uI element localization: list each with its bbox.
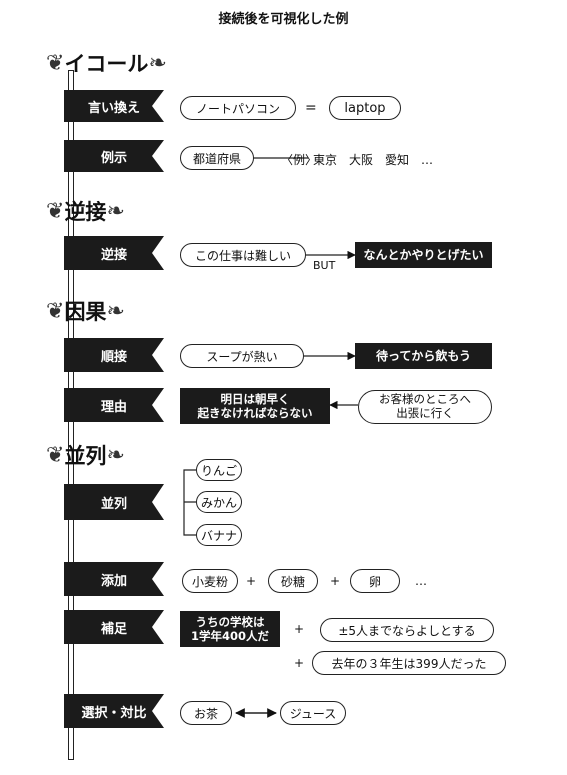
choice-left-oval: お茶 bbox=[180, 701, 232, 725]
laurel-left-icon: ❦ bbox=[46, 50, 65, 76]
flag-adversative: 逆接 bbox=[64, 236, 164, 270]
laurel-right-icon: ❧ bbox=[148, 50, 167, 76]
reason-right-oval: お客様のところへ 出張に行く bbox=[358, 390, 492, 424]
plus-sign: + bbox=[294, 656, 305, 670]
parallel-item-oval: りんご bbox=[196, 459, 242, 481]
supplement-main-box: うちの学校は 1学年400人だ bbox=[180, 611, 280, 647]
example-items: 東京 大阪 愛知 … bbox=[313, 153, 434, 167]
flag-addition: 添加 bbox=[64, 562, 164, 596]
laurel-right-icon: ❧ bbox=[106, 298, 125, 324]
rephrase-left-oval: ノートパソコン bbox=[180, 96, 296, 120]
reason-left-box: 明日は朝早く 起きなければならない bbox=[180, 388, 330, 424]
flag-reason: 理由 bbox=[64, 388, 164, 422]
sequential-right-box: 待ってから飲もう bbox=[355, 343, 492, 369]
addition-ellipsis: … bbox=[415, 574, 427, 588]
flag-parallel: 並列 bbox=[64, 484, 164, 520]
plus-sign: + bbox=[330, 574, 341, 588]
diagram-title: 接続後を可視化した例 bbox=[218, 12, 349, 27]
parallel-item-oval: バナナ bbox=[196, 524, 242, 546]
section-adversative-label: 逆接 bbox=[64, 200, 107, 224]
flag-example: 例示 bbox=[64, 140, 164, 172]
addition-item-oval: 卵 bbox=[350, 569, 400, 593]
addition-item-oval: 小麦粉 bbox=[182, 569, 238, 593]
choice-right-oval: ジュース bbox=[280, 701, 346, 725]
laurel-right-icon: ❧ bbox=[106, 442, 125, 468]
equals-sign: = bbox=[305, 100, 317, 116]
addition-item-oval: 砂糖 bbox=[268, 569, 318, 593]
supplement-note-oval: ±5人までならよしとする bbox=[320, 618, 494, 642]
parallel-item-oval: みかん bbox=[196, 491, 242, 513]
laurel-left-icon: ❦ bbox=[46, 198, 65, 224]
sequential-left-oval: スープが熱い bbox=[180, 344, 304, 368]
laurel-left-icon: ❦ bbox=[46, 298, 65, 324]
flag-supplement: 補足 bbox=[64, 610, 164, 644]
adversative-left-oval: この仕事は難しい bbox=[180, 243, 306, 267]
laurel-left-icon: ❦ bbox=[46, 442, 65, 468]
section-equal: ❦ イコール ❧ bbox=[46, 48, 167, 78]
plus-sign: + bbox=[294, 622, 305, 636]
section-parallel: ❦ 並列 ❧ bbox=[46, 440, 125, 470]
flag-rephrase: 言い換え bbox=[64, 90, 164, 122]
flag-choice: 選択・対比 bbox=[64, 694, 164, 728]
but-label: BUT bbox=[313, 259, 336, 272]
example-tag: 〈例〉 bbox=[281, 153, 318, 167]
section-adversative: ❦ 逆接 ❧ bbox=[46, 196, 125, 226]
section-causal: ❦ 因果 ❧ bbox=[46, 296, 125, 326]
section-parallel-label: 並列 bbox=[64, 444, 107, 468]
adversative-right-box: なんとかやりとげたい bbox=[355, 242, 492, 268]
example-source-oval: 都道府県 bbox=[180, 146, 254, 170]
laurel-right-icon: ❧ bbox=[106, 198, 125, 224]
parallel-bracket bbox=[183, 469, 196, 536]
section-equal-label: イコール bbox=[64, 52, 149, 76]
section-causal-label: 因果 bbox=[64, 300, 107, 324]
flag-sequential: 順接 bbox=[64, 338, 164, 372]
rephrase-right-oval: laptop bbox=[329, 96, 401, 120]
plus-sign: + bbox=[246, 574, 257, 588]
supplement-note-oval: 去年の３年生は399人だった bbox=[312, 651, 506, 675]
